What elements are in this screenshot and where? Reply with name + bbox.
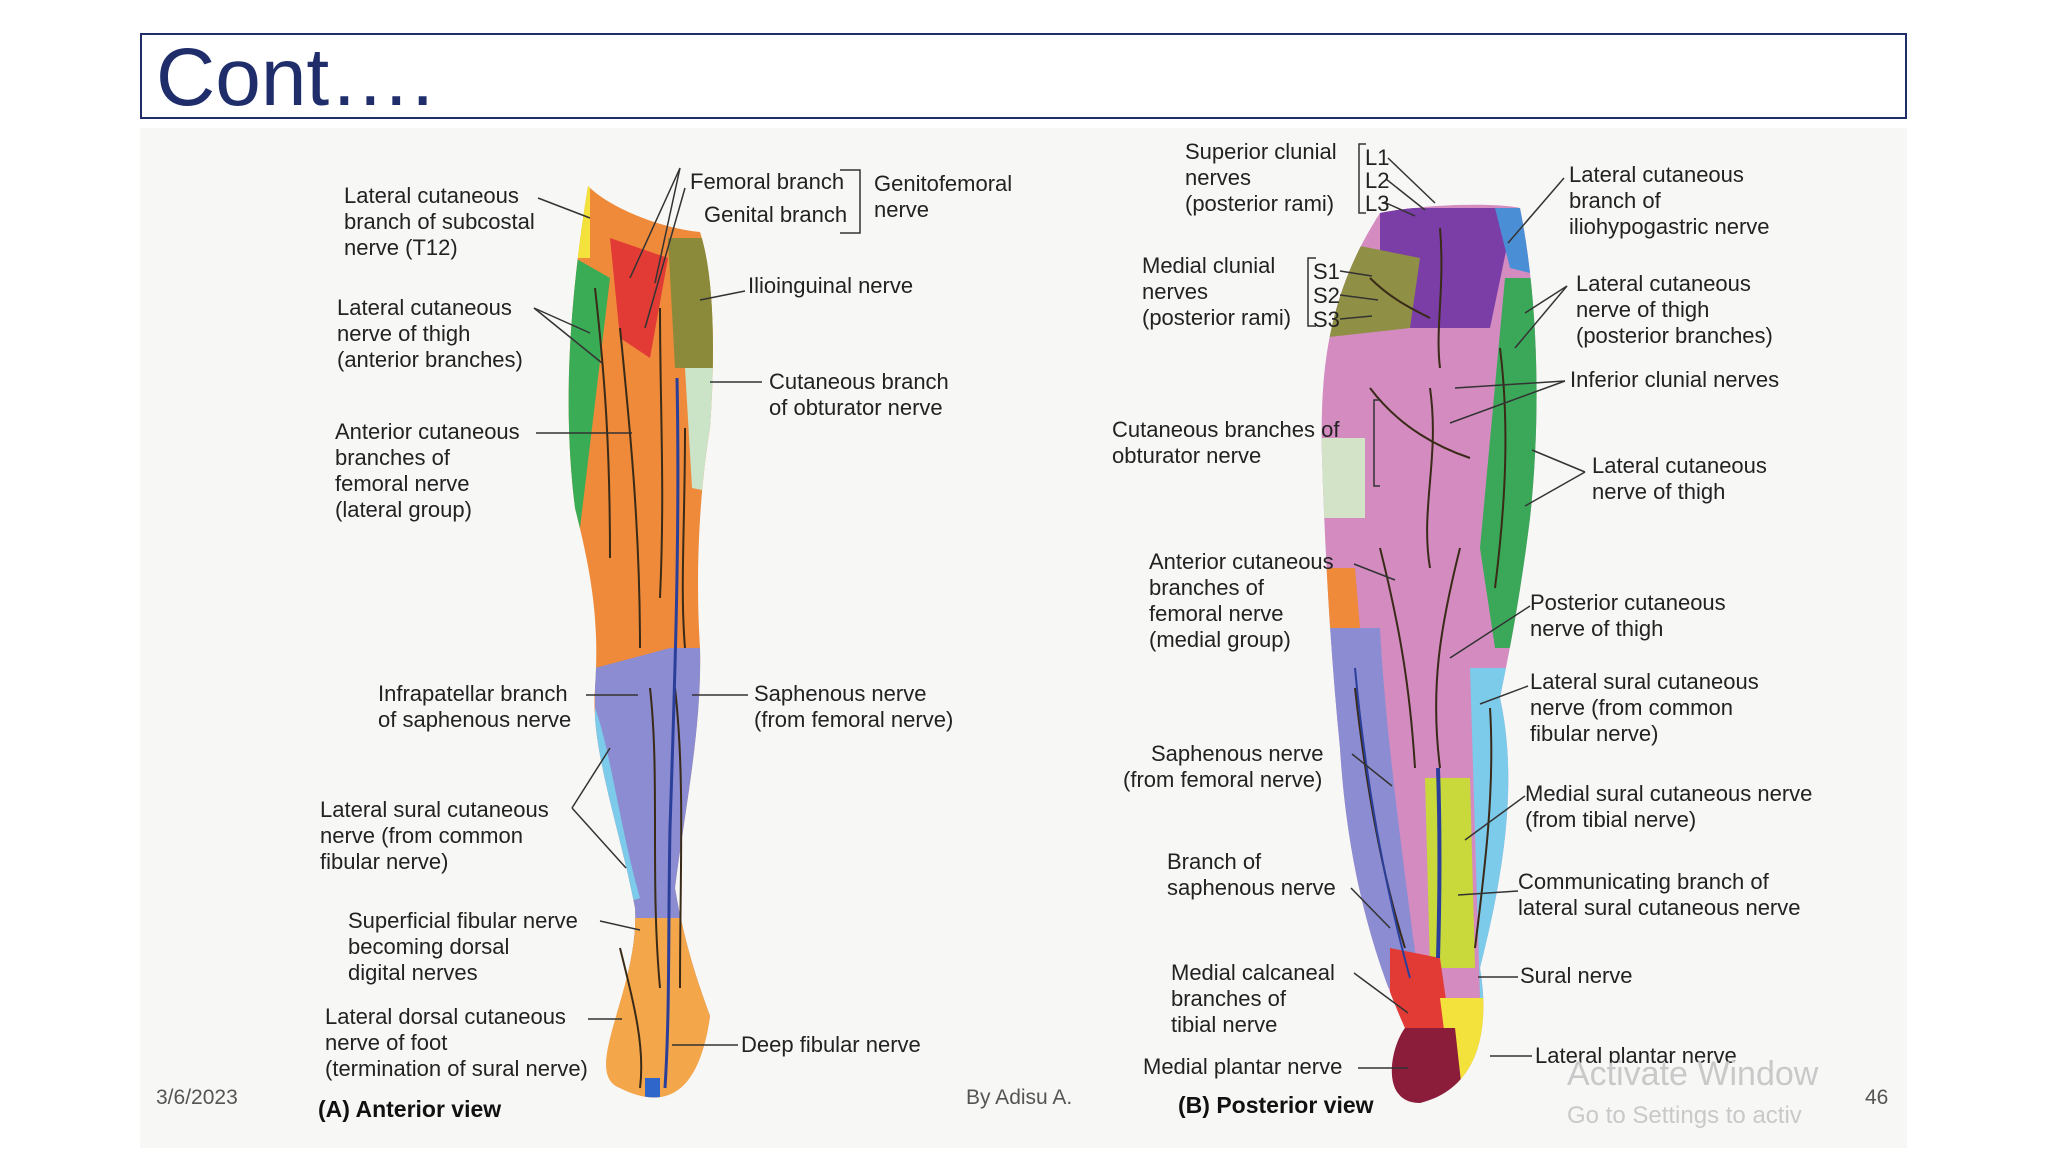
label-lateral-thigh-posterior: Lateral cutaneous nerve of thigh (poster… bbox=[1576, 271, 1773, 348]
label-saphenous-nerve-anterior: Saphenous nerve (from femoral nerve) bbox=[754, 681, 953, 732]
caption-anterior-view: (A) Anterior view bbox=[318, 1096, 501, 1122]
caption-posterior-view: (B) Posterior view bbox=[1178, 1092, 1374, 1118]
label-iliohypogastric: Lateral cutaneous branch of iliohypogast… bbox=[1569, 162, 1770, 239]
anterior-leader-lines bbox=[533, 167, 861, 1046]
label-deep-fibular: Deep fibular nerve bbox=[741, 1032, 921, 1057]
label-medial-sural: Medial sural cutaneous nerve (from tibia… bbox=[1525, 781, 1819, 832]
label-superficial-fibular: Superficial fibular nerve becoming dorsa… bbox=[348, 908, 584, 985]
label-obturator-posterior: Cutaneous branches of obturator nerve bbox=[1112, 417, 1346, 468]
activation-watermark-sub: Go to Settings to activ bbox=[1567, 1102, 1802, 1129]
label-ilioinguinal-nerve: Ilioinguinal nerve bbox=[748, 273, 913, 298]
label-lateral-sural-posterior: Lateral sural cutaneous nerve (from comm… bbox=[1530, 669, 1765, 746]
label-anterior-cutaneous-medial: Anterior cutaneous branches of femoral n… bbox=[1149, 549, 1340, 652]
slide-author: By Adisu A. bbox=[966, 1086, 1073, 1109]
posterior-leader-lines bbox=[1307, 143, 1586, 1069]
slide-title: Cont…. bbox=[156, 32, 434, 123]
slide-page-number: 46 bbox=[1865, 1086, 1889, 1109]
label-anterior-cutaneous-lateral: Anterior cutaneous branches of femoral n… bbox=[335, 419, 526, 522]
label-infrapatellar-branch: Infrapatellar branch of saphenous nerve bbox=[378, 681, 574, 732]
label-sacral-levels: S1 S2 S3 bbox=[1313, 259, 1346, 332]
leg-nerve-diagram: Lateral cutaneous branch of subcostal ne… bbox=[140, 128, 1907, 1148]
label-medial-calcaneal: Medial calcaneal branches of tibial nerv… bbox=[1171, 960, 1341, 1037]
label-lateral-sural-anterior: Lateral sural cutaneous nerve (from comm… bbox=[320, 797, 555, 874]
activation-watermark: Activate Window bbox=[1567, 1055, 1819, 1093]
label-lateral-plantar: Lateral plantar nerve bbox=[1535, 1043, 1737, 1068]
posterior-labels: Superior clunial nerves (posterior rami)… bbox=[1112, 139, 1819, 1118]
anterior-labels: Lateral cutaneous branch of subcostal ne… bbox=[318, 169, 1018, 1122]
dermatome-figure: Lateral cutaneous branch of subcostal ne… bbox=[140, 128, 1907, 1148]
label-communicating-branch: Communicating branch of lateral sural cu… bbox=[1518, 869, 1801, 920]
label-lateral-subcostal: Lateral cutaneous branch of subcostal ne… bbox=[344, 183, 541, 260]
label-femoral-branch: Femoral branch bbox=[690, 169, 844, 194]
label-lumbar-levels: L1 L2 L3 bbox=[1365, 145, 1396, 216]
label-saphenous-nerve-posterior: Saphenous nerve (from femoral nerve) bbox=[1123, 741, 1330, 792]
title-box: Cont…. bbox=[140, 33, 1907, 119]
label-posterior-cutaneous-thigh: Posterior cutaneous nerve of thigh bbox=[1530, 590, 1732, 641]
label-lateral-thigh-2: Lateral cutaneous nerve of thigh bbox=[1592, 453, 1773, 504]
slide-date: 3/6/2023 bbox=[156, 1086, 238, 1109]
label-lateral-dorsal-cutaneous: Lateral dorsal cutaneous nerve of foot (… bbox=[325, 1004, 588, 1081]
label-lateral-thigh-anterior: Lateral cutaneous nerve of thigh (anteri… bbox=[337, 295, 523, 372]
label-branch-of-saphenous: Branch of saphenous nerve bbox=[1167, 849, 1336, 900]
label-sural-nerve: Sural nerve bbox=[1520, 963, 1633, 988]
label-inferior-clunial: Inferior clunial nerves bbox=[1570, 367, 1779, 392]
label-obturator-cutaneous: Cutaneous branch of obturator nerve bbox=[769, 369, 955, 420]
label-medial-clunial: Medial clunial nerves (posterior rami) bbox=[1142, 253, 1291, 330]
label-genitofemoral-nerve: Genitofemoral nerve bbox=[874, 171, 1018, 222]
label-genital-branch: Genital branch bbox=[704, 202, 847, 227]
label-medial-plantar: Medial plantar nerve bbox=[1143, 1054, 1342, 1079]
label-superior-clunial: Superior clunial nerves (posterior rami) bbox=[1185, 139, 1343, 216]
